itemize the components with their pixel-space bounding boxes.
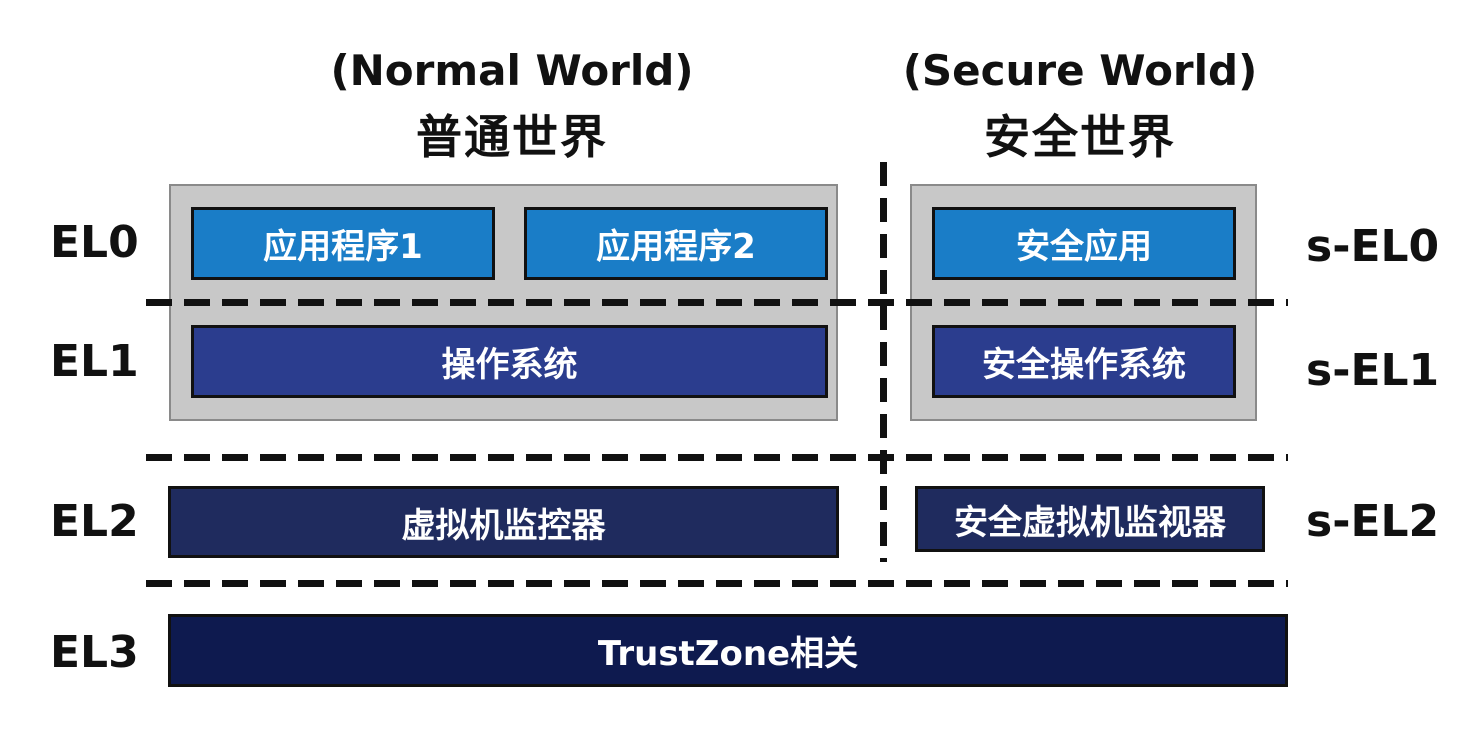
normal-world-title-en: (Normal World) [330,46,694,95]
normal-os-block: 操作系统 [191,325,828,398]
level-label-s-el1: s-EL1 [1306,345,1440,396]
secure-world-title-zh: 安全世界 [984,110,1176,164]
level-label-el0: EL0 [50,217,139,268]
level-label-s-el0: s-EL0 [1306,221,1440,272]
level-label-el3: EL3 [50,627,139,678]
secure-app-block: 安全应用 [932,207,1236,280]
secure-world-title-en: (Secure World) [902,46,1258,95]
secure-os-block: 安全操作系统 [932,325,1236,398]
el1-el2-divider [146,454,1288,461]
normal-app-2-block: 应用程序2 [524,207,828,280]
normal-hypervisor-block: 虚拟机监控器 [168,486,839,558]
trustzone-el3-block: TrustZone相关 [168,614,1288,687]
normal-world-title-zh: 普通世界 [416,110,608,164]
el0-el1-divider [146,299,1288,306]
level-label-s-el2: s-EL2 [1306,496,1440,547]
el2-el3-divider [146,580,1288,587]
world-divider [880,162,887,562]
normal-app-1-block: 应用程序1 [191,207,495,280]
level-label-el2: EL2 [50,496,139,547]
level-label-el1: EL1 [50,336,139,387]
secure-hypervisor-block: 安全虚拟机监视器 [915,486,1265,552]
